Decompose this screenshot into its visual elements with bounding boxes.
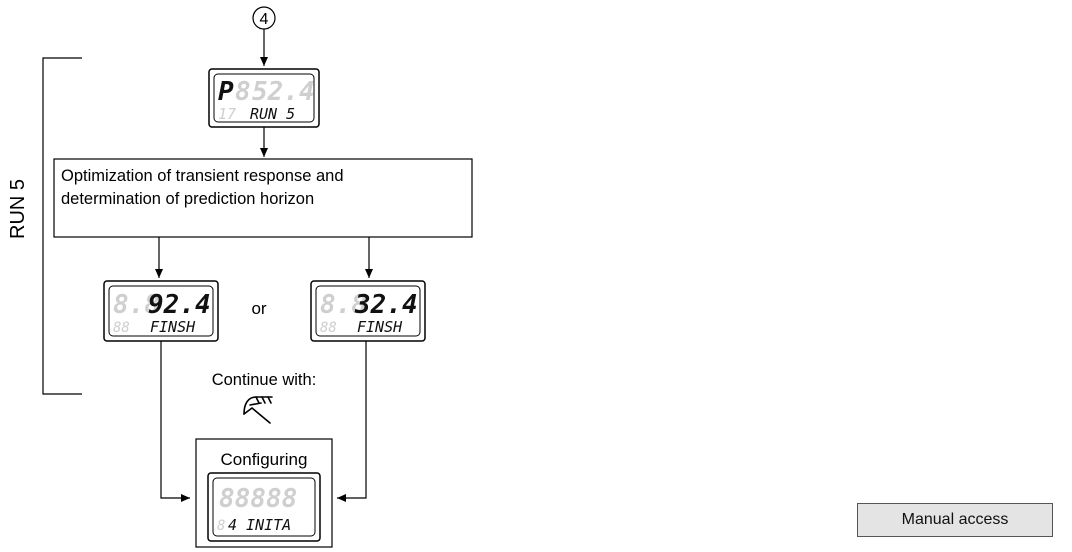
continue-label: Continue with:: [212, 371, 317, 389]
display-right-lower-dim: 88: [320, 320, 337, 336]
display-top-lower-dim: 17: [218, 105, 236, 123]
configuring-display-lower-dim: 8: [217, 518, 225, 534]
display-top-main: P: [218, 77, 234, 107]
configuring-title: Configuring: [221, 450, 308, 469]
display-left-dim: 8.8: [113, 290, 160, 320]
hand-press-icon: [243, 396, 273, 424]
manual-access-badge: Manual access: [857, 503, 1053, 537]
run-bracket: [42, 57, 82, 395]
display-left-lower-dim: 88: [113, 320, 130, 336]
process-box: Optimization of transient response and d…: [53, 158, 473, 238]
display-left-lower-text: FINSH: [150, 318, 196, 336]
connector-label: 4: [260, 11, 269, 28]
connector-circle: 4: [252, 6, 276, 30]
process-line-1: Optimization of transient response and: [61, 167, 344, 185]
display-top: P 8 52.4 17 RUN 5: [208, 68, 320, 128]
display-top-dim: 8: [235, 77, 251, 107]
display-left: 8.8 92.4 88 FINSH: [103, 280, 219, 342]
display-right-lower-text: FINSH: [357, 318, 403, 336]
phase-label: RUN 5: [7, 179, 29, 239]
display-top-digits: 52.4: [252, 77, 315, 107]
process-line-2: determination of prediction horizon: [61, 190, 314, 208]
display-right-dim: 8.8: [320, 290, 367, 320]
configuring-display-dim: 88888: [219, 484, 297, 514]
display-left-digits: 92.4: [148, 290, 211, 320]
configuring-display-lower-text: 4 INITA: [228, 516, 291, 534]
display-top-lower-text: RUN 5: [250, 105, 295, 123]
display-right-digits: 32.4: [354, 290, 418, 320]
display-right: 8.8 32.4 88 FINSH: [310, 280, 426, 342]
configuring-box: Configuring 88888 8 4 INITA: [195, 438, 333, 548]
or-label: or: [251, 299, 266, 318]
arrow-left-to-configuring: [160, 341, 190, 502]
arrow-right-to-configuring: [337, 341, 367, 502]
